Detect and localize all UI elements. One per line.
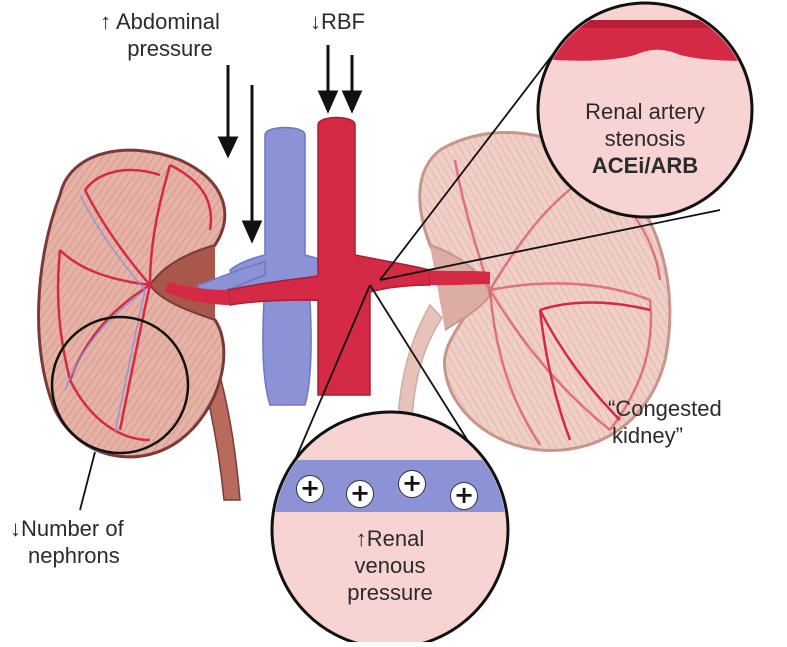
stenosis-line1: Renal artery [560,98,730,125]
right-renal-artery [430,270,490,285]
stenosis-line2: stenosis [560,125,730,152]
venous-line3: pressure [315,579,465,606]
venous-line2: venous [315,552,465,579]
plus-icon: + [450,482,478,510]
plus-icon: + [296,475,324,503]
nephrons-line2: nephrons [10,542,124,569]
congested-line2: kidney” [608,422,722,449]
nephrons-label: ↓Number of nephrons [10,515,124,569]
abdominal-pressure-line2: pressure [70,35,250,62]
plus-icon: + [398,470,426,498]
plus-icon: + [346,480,374,508]
right-ureter [398,305,442,420]
abdominal-pressure-line1: ↑ Abdominal [70,8,250,35]
rbf-text: ↓RBF [310,8,365,35]
stenosis-label: Renal artery stenosis ACEi/ARB [560,98,730,179]
congested-kidney-label: “Congested kidney” [608,395,722,449]
abdominal-pressure-label: ↑ Abdominal pressure [70,8,250,62]
nephrons-line1: ↓Number of [10,515,124,542]
venous-line1: ↑Renal [315,525,465,552]
nephron-pointer-line [80,452,95,510]
left-kidney [39,150,225,457]
stenosis-drug-line: ACEi/ARB [560,152,730,179]
rbf-label: ↓RBF [310,8,365,35]
venous-pressure-label: ↑Renal venous pressure [315,525,465,606]
congested-line1: “Congested [608,395,722,422]
rbf-arrows [320,45,360,110]
